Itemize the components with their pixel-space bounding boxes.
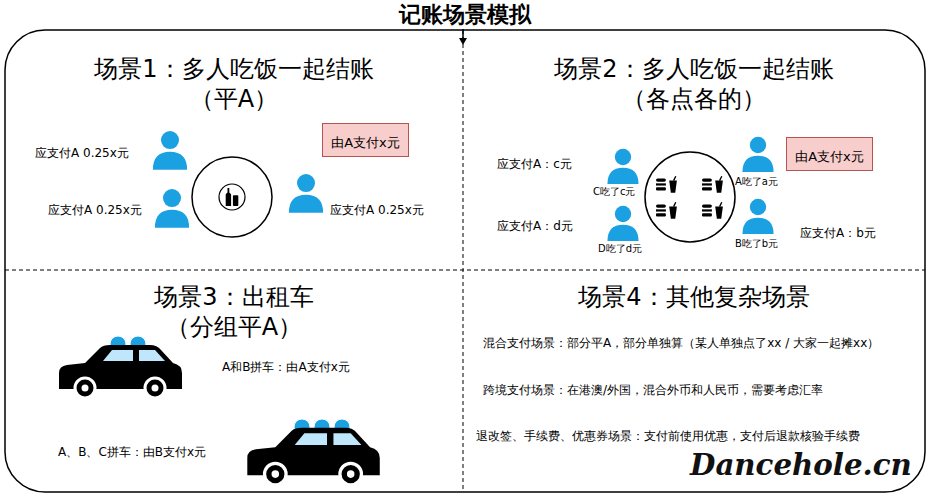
person-icon — [289, 174, 323, 213]
scene-subtitle: （分组平A） — [5, 312, 463, 342]
person-icon — [742, 137, 773, 172]
food-icon — [656, 176, 677, 193]
amount-label: 应支付A 0.25x元 — [330, 203, 424, 218]
table-circle — [645, 152, 735, 242]
dashed-divider — [463, 30, 464, 492]
payer-text: 由A支付x元 — [795, 149, 864, 165]
ride-label: A和B拼车：由A支付x元 — [222, 360, 350, 375]
diagram-title: 记账场景模拟 — [0, 2, 929, 28]
car-icon — [59, 345, 182, 398]
scenario-note: 跨境支付场景：在港澳/外国，混合外币和人民币，需要考虑汇率 — [483, 383, 823, 398]
scene-heading: 场景4：其他复杂场景 — [463, 282, 925, 312]
amount-label: 应支付A 0.25x元 — [35, 146, 129, 161]
outer-frame — [5, 30, 925, 492]
person-caption: C吃了c元 — [593, 186, 635, 199]
dashed-divider — [5, 270, 925, 271]
table-circle — [192, 157, 272, 237]
person-icon — [153, 131, 187, 170]
bottles-icon — [226, 188, 239, 206]
person-caption: B吃了b元 — [735, 238, 778, 251]
scene-heading: 场景3：出租车 — [5, 282, 463, 312]
person-icon — [155, 189, 189, 228]
ride-label: A、B、C拼车：由B支付x元 — [58, 445, 206, 460]
scene-heading: 场景2：多人吃饭一起结账 — [463, 54, 925, 84]
watermark: Dancehole.cn — [690, 447, 912, 484]
amount-label: 应支付A 0.25x元 — [48, 203, 142, 218]
car-icon — [247, 428, 379, 485]
scenario-note: 混合支付场景：部分平A，部分单独算（某人单独点了xx / 大家一起摊xx） — [483, 336, 879, 351]
food-icon — [702, 202, 723, 219]
scene-subtitle: （各点各的） — [463, 84, 925, 114]
payer-box: 由A支付x元 — [322, 123, 409, 157]
person-caption: A吃了a元 — [735, 176, 778, 189]
person-caption: D吃了d元 — [598, 243, 642, 256]
scenario-note: 退改签、手续费、优惠券场景：支付前使用优惠，支付后退款核验手续费 — [476, 429, 860, 444]
amount-label: 应支付A：c元 — [497, 157, 572, 172]
person-icon — [607, 149, 638, 184]
scene-heading: 场景1：多人吃饭一起结账 — [5, 54, 463, 84]
drinks-badge — [219, 184, 245, 210]
scene-subtitle: （平A） — [5, 84, 463, 114]
food-icon — [656, 202, 677, 219]
amount-label: 应支付A：d元 — [497, 219, 573, 234]
person-icon — [607, 206, 638, 241]
person-icon — [742, 199, 773, 234]
payer-box: 由A支付x元 — [786, 137, 873, 171]
amount-label: 应支付A：b元 — [800, 226, 876, 241]
food-icon — [702, 176, 723, 193]
payer-text: 由A支付x元 — [331, 135, 400, 151]
